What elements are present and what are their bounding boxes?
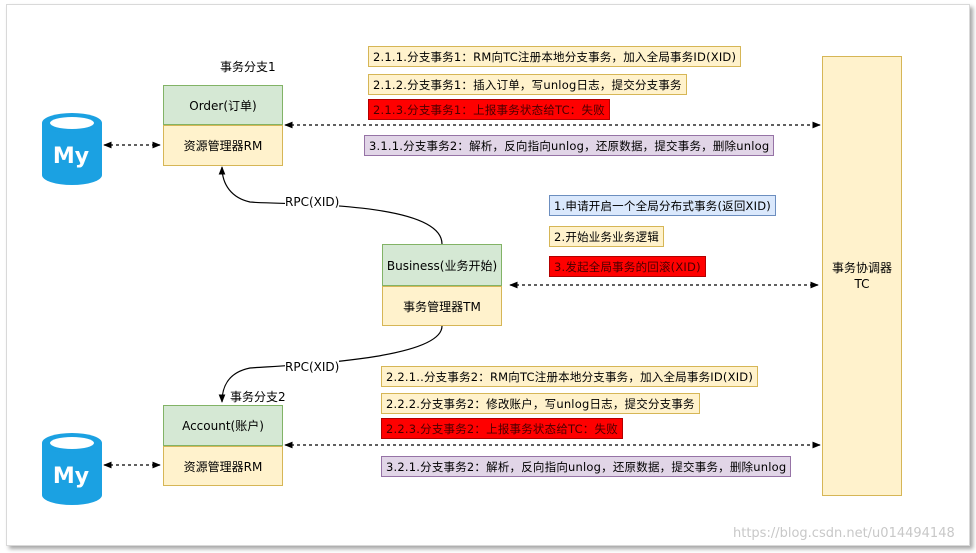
rpc-label-order: RPC(XID): [285, 195, 340, 209]
branch1-label: 事务分支1: [220, 60, 276, 74]
mysql-db-icon-order: My: [42, 113, 102, 185]
rpc-account-curve: [218, 325, 443, 403]
note-account-4: 3.2.1.分支事务2：解析，反向指向unlog，还原数据，提交事务，删除unl…: [381, 456, 792, 477]
branch2-label: 事务分支2: [230, 390, 286, 404]
db-logo-text: My: [53, 464, 89, 489]
mysql-db-icon-account: My: [42, 433, 102, 505]
order-rm-box: 资源管理器RM: [163, 125, 283, 166]
note-business-3: 3.发起全局事务的回滚(XID): [549, 256, 706, 277]
note-business-2: 2.开始业务业务逻辑: [549, 226, 664, 247]
tc-subtitle: TC: [854, 277, 870, 291]
note-order-3: 2.1.3.分支事务1：上报事务状态给TC：失败: [368, 99, 610, 120]
rpc-order-curve: [218, 166, 443, 245]
business-tm-box: 事务管理器TM: [382, 286, 502, 326]
tc-title: 事务协调器: [831, 261, 892, 275]
db-logo-text: My: [53, 144, 89, 169]
note-order-2: 2.1.2.分支事务1：插入订单，写unlog日志，提交分支事务: [368, 74, 687, 95]
note-order-4: 3.1.1.分支事务2：解析，反向指向unlog，还原数据，提交事务，删除unl…: [364, 135, 775, 156]
note-account-1: 2.2.1..分支事务2：RM向TC注册本地分支事务，加入全局事务ID(XID): [381, 366, 759, 387]
note-account-3: 2.2.3.分支事务2：上报事务状态给TC：失败: [381, 418, 623, 439]
account-rm-box: 资源管理器RM: [163, 446, 283, 486]
tc-coordinator-box: 事务协调器 TC: [822, 56, 902, 496]
order-service-box: Order(订单): [163, 85, 283, 125]
note-business-1: 1.申请开启一个全局分布式事务(返回XID): [549, 195, 776, 216]
note-order-1: 2.1.1.分支事务1：RM向TC注册本地分支事务，加入全局事务ID(XID): [368, 46, 742, 67]
account-service-box: Account(账户): [163, 405, 283, 446]
business-box: Business(业务开始): [382, 244, 502, 286]
watermark-text: https://blog.csdn.net/u014494148: [733, 526, 955, 541]
note-account-2: 2.2.2.分支事务2：修改账户，写unlog日志，提交分支事务: [381, 393, 700, 414]
rpc-label-account: RPC(XID): [285, 360, 340, 374]
